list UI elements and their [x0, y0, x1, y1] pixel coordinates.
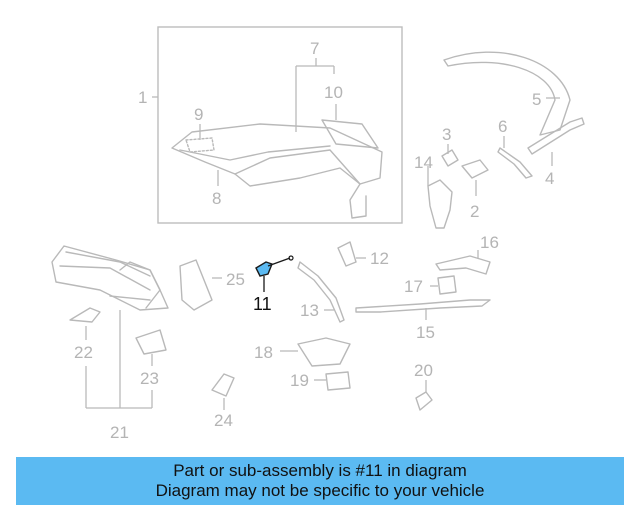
banner-line-2: Diagram may not be specific to your vehi…	[155, 481, 485, 500]
callout-10: 10	[324, 83, 343, 102]
callout-6: 6	[498, 117, 507, 136]
callout-3: 3	[442, 125, 451, 144]
banner-line-1: Part or sub-assembly is #11 in diagram	[173, 461, 467, 480]
callout-25: 25	[226, 270, 245, 289]
seal-4-part	[527, 117, 585, 155]
callout-23: 23	[140, 369, 159, 388]
callout-4: 4	[545, 169, 554, 188]
callout-14: 14	[414, 153, 433, 172]
callout-24: 24	[214, 411, 233, 430]
callout-7: 7	[310, 39, 319, 58]
windscreen-frame-part	[51, 245, 169, 311]
callout-17: 17	[404, 277, 423, 296]
seal-6-part	[497, 147, 533, 179]
roof-assembly-box	[157, 26, 403, 224]
part-11-highlighted	[255, 261, 273, 277]
callout-13: 13	[300, 301, 319, 320]
callout-18: 18	[254, 343, 273, 362]
callout-1: 1	[138, 88, 147, 107]
rear-window-part	[321, 119, 379, 149]
strip-15-part	[355, 299, 491, 313]
callout-19: 19	[290, 371, 309, 390]
callout-2: 2	[470, 202, 479, 221]
roof-shell-part	[171, 123, 383, 185]
callout-9: 9	[194, 105, 203, 124]
callout-22: 22	[74, 343, 93, 362]
cover-25-part	[179, 259, 213, 311]
info-banner: Part or sub-assembly is #11 in diagram D…	[16, 457, 624, 505]
callout-8: 8	[212, 189, 221, 208]
callout-15: 15	[416, 323, 435, 342]
callout-21: 21	[110, 423, 129, 442]
callout-12: 12	[370, 249, 389, 268]
weatherstrip-5-part	[443, 51, 571, 136]
part-11-rod	[267, 257, 291, 267]
callout-16: 16	[480, 233, 499, 252]
callout-20: 20	[414, 361, 433, 380]
callout-11: 11	[253, 294, 272, 314]
callout-5: 5	[532, 90, 541, 109]
